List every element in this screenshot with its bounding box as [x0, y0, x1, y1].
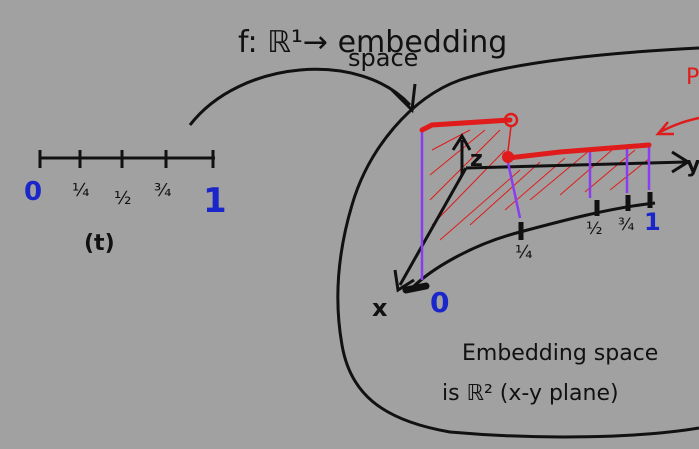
z-axis-label: z	[470, 147, 483, 172]
red-label-fragment: P	[686, 65, 699, 90]
z-axis-arrowhead	[451, 133, 472, 151]
purple-verticals	[420, 130, 651, 280]
jump-connector	[507, 125, 512, 152]
red-pointer-arrowhead	[655, 121, 674, 136]
number-line: 0 ¼ ½ ¾ 1 (t)	[24, 150, 227, 256]
x-axis-arrowhead	[393, 269, 415, 293]
caption-line-1: Embedding space	[462, 341, 658, 366]
embedding-space-outline	[336, 46, 699, 439]
x-axis-label: x	[372, 294, 388, 322]
graph-segment-lower	[505, 142, 652, 161]
title-line-2: space	[348, 44, 418, 72]
number-line-variable: (t)	[84, 231, 115, 256]
curve-start-mark	[402, 282, 430, 294]
curve-label-half: ½	[586, 219, 602, 239]
graph-segment-upper	[419, 117, 513, 133]
x-axis	[398, 167, 468, 286]
y-axis-arrowhead	[671, 150, 691, 174]
number-line-label-0: 0	[24, 177, 42, 207]
number-line-label-three-quarters: ¾	[154, 180, 171, 201]
curve-label-1: 1	[644, 208, 661, 236]
title-group: f: ℝ¹→ embedding space	[238, 25, 507, 72]
closed-endpoint	[502, 151, 514, 163]
number-line-label-1: 1	[203, 181, 227, 221]
y-axis	[465, 160, 687, 170]
title-line-1: f: ℝ¹→ embedding	[238, 25, 507, 60]
caption-line-2: is ℝ² (x-y plane)	[442, 381, 619, 406]
mapping-arrow	[188, 67, 412, 126]
curve-label-quarter: ¼	[515, 242, 532, 263]
y-axis-label: y	[686, 153, 699, 178]
curve-label-three-quarters: ¾	[618, 215, 634, 235]
function-graph	[419, 112, 652, 163]
number-line-label-half: ½	[114, 188, 131, 209]
curve-label-0: 0	[430, 286, 449, 319]
number-line-label-quarter: ¼	[72, 180, 89, 201]
